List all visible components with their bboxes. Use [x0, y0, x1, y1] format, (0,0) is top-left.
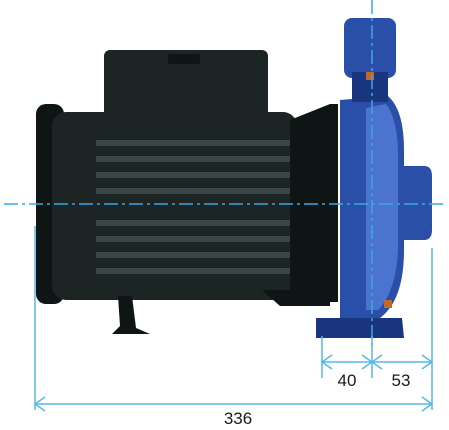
centerlines — [4, 0, 446, 348]
terminal-box-cover-ridge — [168, 54, 200, 64]
arrow — [370, 354, 383, 370]
pump-volute-highlight — [366, 104, 398, 310]
pump-base — [316, 318, 404, 338]
accent-bolt — [366, 72, 374, 80]
pump-casing — [316, 18, 432, 338]
dimension-label-336: 336 — [224, 409, 252, 428]
dimension-label-53: 53 — [392, 371, 411, 390]
support-bracket — [262, 290, 330, 306]
suction-inlet — [404, 166, 432, 240]
arrow — [421, 396, 434, 412]
motor-foot — [112, 296, 150, 334]
motor-front-flange — [290, 104, 338, 302]
dimension-label-40: 40 — [338, 371, 357, 390]
arrow — [320, 354, 333, 370]
arrow — [33, 396, 46, 412]
discharge-outlet — [344, 18, 396, 78]
motor-cooling-fins — [96, 140, 292, 274]
terminal-box — [104, 50, 268, 120]
arrow — [421, 354, 434, 370]
dimension-annotations — [33, 226, 434, 412]
electric-motor — [36, 50, 338, 334]
accent-bolt — [384, 300, 392, 308]
